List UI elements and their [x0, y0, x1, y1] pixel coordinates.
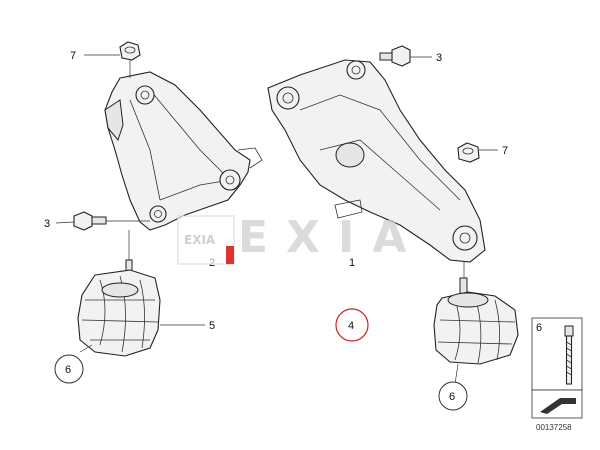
callout-6-right: 6 [449, 391, 455, 403]
part-6-inset: 6 [531, 317, 583, 419]
callout-6-left-ring [54, 354, 84, 384]
callout-5: 5 [209, 320, 215, 332]
inset-label-6: 6 [536, 322, 542, 334]
callout-7-right: 7 [502, 145, 508, 157]
left-engine-mount [77, 230, 161, 357]
callout-7-left: 7 [70, 50, 76, 62]
watermark-small-logo: EXIA [177, 215, 235, 265]
right-engine-mount [433, 262, 519, 365]
leader-6-right [454, 363, 459, 385]
callout-3-top: 3 [436, 52, 442, 64]
callout-3-left: 3 [44, 218, 50, 230]
right-engine-bracket [267, 59, 486, 263]
callout-1: 1 [349, 257, 355, 269]
callout-6-left: 6 [65, 364, 71, 376]
nut-right [457, 142, 498, 163]
arrow-icon [540, 398, 576, 414]
callout-4-ring [335, 308, 369, 342]
bolt-left [73, 211, 150, 231]
nut-left [119, 41, 141, 78]
watermark-large-text: EXIA [238, 212, 424, 263]
callout-6-right-ring [438, 381, 468, 411]
leader-6-left [79, 344, 93, 353]
leader-3-left [55, 221, 75, 224]
callout-4: 4 [348, 320, 354, 332]
bolt-top [379, 45, 432, 67]
doc-number: 00137258 [536, 423, 572, 432]
left-engine-bracket [104, 71, 263, 231]
watermark-small-text: EXIA [184, 233, 216, 247]
